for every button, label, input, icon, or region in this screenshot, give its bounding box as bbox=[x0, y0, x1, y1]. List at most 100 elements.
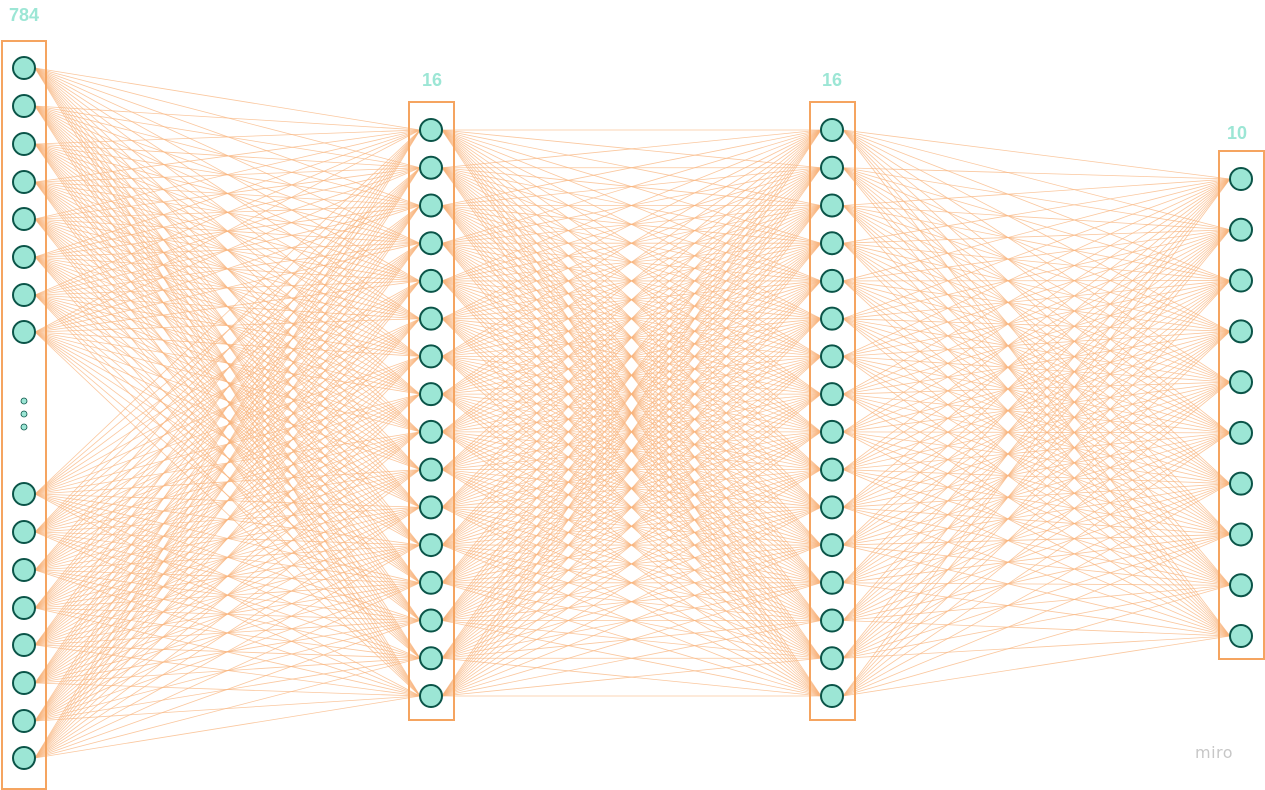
connection-line bbox=[842, 205, 1231, 586]
connection-line bbox=[842, 356, 1231, 637]
neuron bbox=[1229, 268, 1253, 293]
connection-line bbox=[441, 129, 822, 433]
neuron bbox=[419, 306, 443, 331]
neuron bbox=[820, 570, 844, 595]
connection-line bbox=[842, 393, 1231, 637]
connection-line bbox=[842, 167, 1231, 231]
connection-line bbox=[441, 129, 822, 584]
connection-line bbox=[842, 229, 1231, 433]
connection-line bbox=[842, 280, 1231, 395]
connection-line bbox=[842, 584, 1231, 659]
neuron bbox=[12, 596, 36, 620]
neuron bbox=[12, 558, 36, 582]
neuron bbox=[419, 419, 443, 444]
connection-line bbox=[842, 431, 1231, 535]
neuron bbox=[12, 320, 36, 344]
connection-line bbox=[34, 167, 421, 333]
connection-line bbox=[842, 205, 1231, 484]
connection-line bbox=[842, 167, 1231, 383]
connection-line bbox=[441, 129, 822, 621]
connection-line bbox=[842, 330, 1231, 470]
connection-line bbox=[842, 178, 1231, 320]
neuron bbox=[12, 746, 36, 770]
connection-line bbox=[842, 178, 1231, 546]
neuron bbox=[1229, 370, 1253, 395]
connection-line bbox=[842, 178, 1231, 433]
neuron bbox=[12, 207, 36, 231]
neuron bbox=[419, 533, 443, 558]
layer-box bbox=[809, 101, 856, 721]
connection-line bbox=[34, 129, 421, 646]
connection-line bbox=[842, 167, 1231, 281]
connection-line bbox=[842, 431, 1231, 586]
connection-line bbox=[842, 318, 1231, 332]
connection-line bbox=[842, 483, 1231, 584]
connection-line bbox=[842, 129, 1231, 231]
neuron bbox=[12, 482, 36, 506]
connection-line bbox=[842, 584, 1231, 697]
neurons-group bbox=[12, 56, 1253, 770]
connection-line bbox=[842, 129, 1231, 586]
connection-line bbox=[842, 318, 1231, 586]
connection-line bbox=[842, 432, 1231, 584]
neuron bbox=[820, 118, 844, 142]
neuron bbox=[820, 344, 844, 369]
connection-line bbox=[842, 242, 1231, 281]
connection-line bbox=[842, 229, 1231, 546]
connection-line bbox=[842, 356, 1231, 383]
connection-line bbox=[842, 280, 1231, 485]
connection-line bbox=[842, 393, 1231, 485]
connection-line bbox=[441, 582, 822, 697]
neuron bbox=[12, 132, 36, 156]
miro-watermark: miro bbox=[1195, 743, 1234, 762]
connection-line bbox=[842, 635, 1231, 659]
connection-line bbox=[34, 695, 421, 759]
connection-line bbox=[34, 331, 421, 584]
connection-line bbox=[34, 393, 421, 759]
connection-line bbox=[842, 483, 1231, 659]
connection-line bbox=[842, 205, 1231, 281]
connection-line bbox=[842, 483, 1231, 621]
connection-line bbox=[842, 432, 1231, 546]
neuron bbox=[820, 268, 844, 293]
connection-line bbox=[842, 205, 1231, 383]
neuron bbox=[820, 533, 844, 558]
connection-line bbox=[34, 167, 421, 759]
neuron bbox=[12, 245, 36, 269]
connection-line bbox=[842, 178, 1231, 470]
connection-line bbox=[441, 129, 822, 395]
neuron bbox=[820, 155, 844, 180]
connection-line bbox=[441, 506, 822, 697]
connection-line bbox=[842, 178, 1231, 508]
connection-line bbox=[441, 129, 822, 244]
connection-line bbox=[842, 331, 1231, 621]
connection-line bbox=[34, 469, 421, 759]
neuron bbox=[12, 94, 36, 118]
connection-line bbox=[441, 431, 822, 697]
neuron bbox=[419, 155, 443, 180]
connection-line bbox=[34, 67, 421, 131]
connection-line bbox=[34, 280, 421, 333]
connection-line bbox=[842, 178, 1231, 244]
connection-line bbox=[34, 582, 421, 759]
connection-line bbox=[34, 280, 421, 759]
neuron bbox=[1229, 573, 1253, 598]
connection-line bbox=[842, 205, 1231, 535]
connection-line bbox=[842, 242, 1231, 485]
connection-line bbox=[842, 229, 1231, 621]
layer-size-label: 784 bbox=[9, 5, 39, 25]
neuron bbox=[419, 118, 443, 142]
connection-line bbox=[34, 620, 421, 759]
connection-line bbox=[842, 393, 1231, 535]
connections-group bbox=[34, 67, 1231, 759]
neuron bbox=[820, 231, 844, 256]
connection-line bbox=[441, 318, 822, 697]
connection-line bbox=[842, 318, 1231, 383]
connection-line bbox=[842, 432, 1231, 697]
connection-line bbox=[842, 483, 1231, 697]
connection-line bbox=[842, 129, 1231, 332]
connection-line bbox=[441, 356, 822, 697]
connection-line bbox=[441, 129, 822, 697]
connection-line bbox=[842, 229, 1231, 320]
